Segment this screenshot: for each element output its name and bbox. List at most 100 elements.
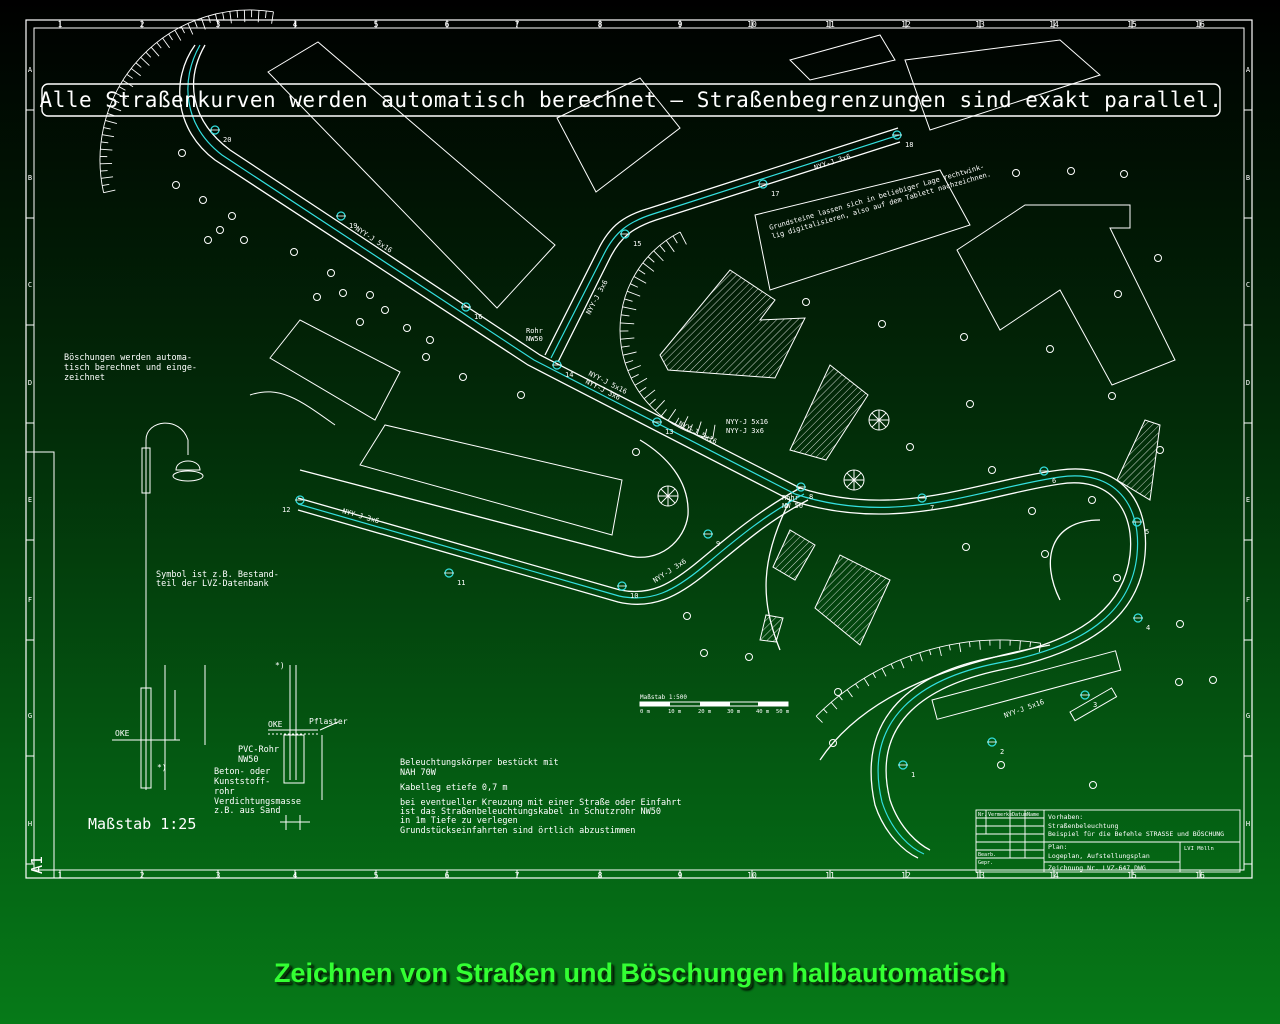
building-2 — [556, 77, 681, 193]
grid-col-top: 9 — [678, 20, 683, 29]
grid-row-right: C — [1246, 281, 1250, 289]
svg-text:Beispiel für die Befehle STRAS: Beispiel für die Befehle STRASSE und BÖS… — [1048, 829, 1224, 838]
grid-col-top: 7 — [515, 20, 520, 29]
rohr-label-1a: Rohr — [526, 327, 543, 335]
svg-text:Gepr.: Gepr. — [978, 860, 993, 866]
note-boeschung: Böschungen werden automa- tisch berechne… — [64, 353, 202, 383]
tree-icon — [1088, 496, 1096, 504]
large-tree-icon — [843, 469, 865, 491]
strip-building — [931, 650, 1122, 720]
lamp-marker: 14 — [552, 360, 573, 379]
svg-text:Straßenbeleuchtung: Straßenbeleuchtung — [1048, 822, 1119, 830]
tree-icon — [313, 293, 321, 301]
tree-icon — [1175, 678, 1183, 686]
tree-icon — [228, 212, 236, 220]
grid-col-bottom: 7 — [515, 871, 520, 880]
lamp-marker: 2 — [987, 737, 1004, 756]
lamp-number: 10 — [630, 592, 638, 600]
lamp-number: 18 — [905, 141, 913, 149]
sheet-outer-frame — [25, 19, 1253, 879]
sheet-inner-frame — [33, 27, 1245, 871]
building-4 — [904, 39, 1101, 131]
grid-col-top: 10 — [747, 20, 757, 29]
hatched-5 — [814, 554, 891, 646]
lamp-spec: Beleuchtungskörper bestückt mit NAH 70W … — [400, 758, 687, 836]
lamp-number: 11 — [457, 579, 465, 587]
scale-tick-3: 30 m — [727, 709, 741, 715]
lamp-marker: 4 — [1133, 613, 1150, 632]
cable-main — [187, 44, 1139, 855]
massstab-text: Maßstab 1:25 — [88, 815, 196, 833]
note-symbol: Symbol ist z.B. Bestand- teil der LVZ-Da… — [156, 570, 284, 589]
label-beton: Beton- oder Kunststoff- rohr — [214, 767, 275, 797]
banner-text: Alle Straßenkurven werden automatisch be… — [40, 88, 1223, 112]
grid-row-left: C — [28, 281, 32, 289]
inner-curve — [1049, 519, 1101, 601]
grid-col-bottom: 11 — [825, 871, 835, 880]
label-pvc: PVC-Rohr NW50 — [238, 745, 284, 765]
lamp-number: 12 — [282, 506, 290, 514]
cable-label-10: NYY-J 3x6 — [652, 557, 688, 584]
tree-icon — [1176, 620, 1184, 628]
lamp-number: 14 — [565, 371, 573, 379]
rohr-label-2a: Rohr — [782, 494, 799, 502]
tree-icon — [988, 466, 996, 474]
hatched-1 — [659, 269, 806, 379]
cable-label-6: NYY-J 5x16 — [677, 420, 718, 446]
sheet-label: A1 — [28, 856, 46, 874]
tree-icon — [204, 236, 212, 244]
grid-row-right: E — [1246, 496, 1250, 504]
grid-col-bottom: 14 — [1049, 871, 1059, 880]
tree-icon — [1156, 446, 1164, 454]
grid-col-bottom: 6 — [445, 871, 450, 880]
tree-icon — [240, 236, 248, 244]
lamp-marker: 1 — [898, 760, 915, 779]
cable-labels: NYY-J 5x16 NYY-J 3x6 NYY-J 3x6 NYY-J 5x1… — [341, 153, 1045, 720]
hatched-6 — [759, 614, 784, 643]
lamp-number: 20 — [223, 136, 231, 144]
tree-icon — [700, 649, 708, 657]
tree-icon — [997, 761, 1005, 769]
grid-col-top: 13 — [975, 20, 985, 29]
lamp-bracket — [141, 447, 151, 494]
building-6 — [956, 204, 1176, 386]
tree-icon — [199, 196, 207, 204]
grid-row-left: E — [28, 496, 32, 504]
lamp-marker: 11 — [444, 568, 465, 587]
lamp-marker: 6 — [1039, 466, 1056, 485]
lamp-number: 15 — [633, 240, 641, 248]
lamp-shade-icon — [172, 470, 204, 482]
lamp-number: 17 — [771, 190, 779, 198]
tree-icon — [356, 318, 364, 326]
road-north-a — [544, 127, 899, 356]
tree-icon — [1120, 170, 1128, 178]
road-loop — [299, 439, 689, 558]
lamp-marker: 8 — [796, 482, 813, 501]
tree-icon — [632, 448, 640, 456]
tree-icon — [906, 443, 914, 451]
tree-icon — [683, 612, 691, 620]
grid-col-bottom: 13 — [975, 871, 985, 880]
grid-row-right: F — [1246, 596, 1250, 604]
grid-col-bottom: 2 — [140, 871, 145, 880]
tree-icon — [829, 739, 837, 747]
lamp-number: 8 — [809, 493, 813, 501]
large-tree-icon — [657, 485, 679, 507]
building-7 — [269, 319, 401, 421]
road-main-outer — [193, 44, 1147, 851]
grid-col-top: 6 — [445, 20, 450, 29]
lamp-number: 5 — [1145, 528, 1149, 536]
hatched-4 — [772, 529, 816, 581]
grid-row-right: G — [1246, 712, 1250, 720]
tree-icon — [1046, 345, 1054, 353]
lamp-number: 19 — [349, 222, 357, 230]
lamp-head-icon — [175, 460, 201, 471]
lamp-marker: 17 — [758, 179, 779, 198]
label-oke2: OKE — [268, 720, 283, 729]
embankments — [99, 9, 1042, 723]
tree-icon — [290, 248, 298, 256]
hatched-2 — [789, 364, 869, 461]
lamp-post-symbol — [112, 422, 206, 790]
rohr-label-1b: NW50 — [526, 335, 543, 343]
grid-row-right: A — [1246, 66, 1251, 74]
